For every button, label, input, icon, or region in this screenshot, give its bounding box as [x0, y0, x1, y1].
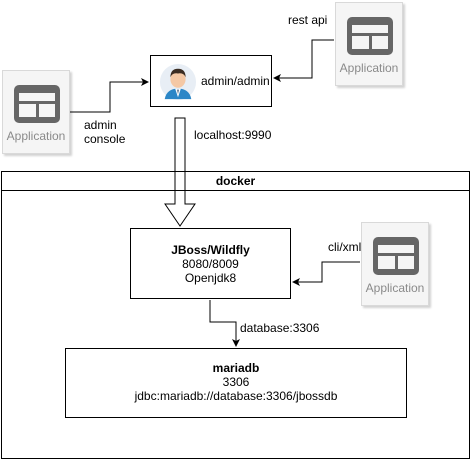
user-avatar-icon [159, 63, 197, 101]
localhost-arrow [164, 117, 196, 227]
admin-console-connector [70, 78, 149, 113]
application-node-right: Application [361, 222, 429, 306]
jboss-title: JBoss/Wildfly [171, 243, 250, 257]
application-node-top-right: Application [335, 2, 403, 86]
application-window-icon [373, 237, 419, 275]
docker-title: docker [2, 172, 469, 191]
mariadb-title: mariadb [212, 361, 260, 375]
cli-connector [292, 261, 360, 286]
application-label: Application [365, 281, 425, 295]
localhost-port-label: localhost:9990 [194, 128, 272, 142]
cli-xml-label: cli/xml [328, 240, 362, 254]
admin-console-label: admin console [84, 118, 126, 146]
mariadb-jdbc-url: jdbc:mariadb://database:3306/jbossdb [134, 389, 338, 403]
jboss-ports: 8080/8009 [182, 257, 239, 271]
docker-container: docker [1, 171, 470, 459]
rest-api-label: rest api [288, 13, 328, 27]
mariadb-port: 3306 [222, 375, 250, 389]
application-node-left: Application [2, 70, 70, 154]
database-port-label: database:3306 [240, 321, 320, 335]
admin-user-node: admin/admin [150, 55, 272, 107]
database-connector [209, 300, 240, 347]
application-window-icon [14, 85, 60, 123]
admin-user-label: admin/admin [201, 74, 270, 88]
mariadb-node: mariadb 3306 jdbc:mariadb://database:330… [65, 348, 407, 418]
rest-api-connector [273, 39, 334, 82]
application-label: Application [339, 61, 399, 75]
application-label: Application [6, 129, 66, 143]
jboss-jdk: Openjdk8 [184, 271, 237, 285]
jboss-wildfly-node: JBoss/Wildfly 8080/8009 Openjdk8 [130, 228, 291, 299]
application-window-icon [347, 17, 393, 55]
